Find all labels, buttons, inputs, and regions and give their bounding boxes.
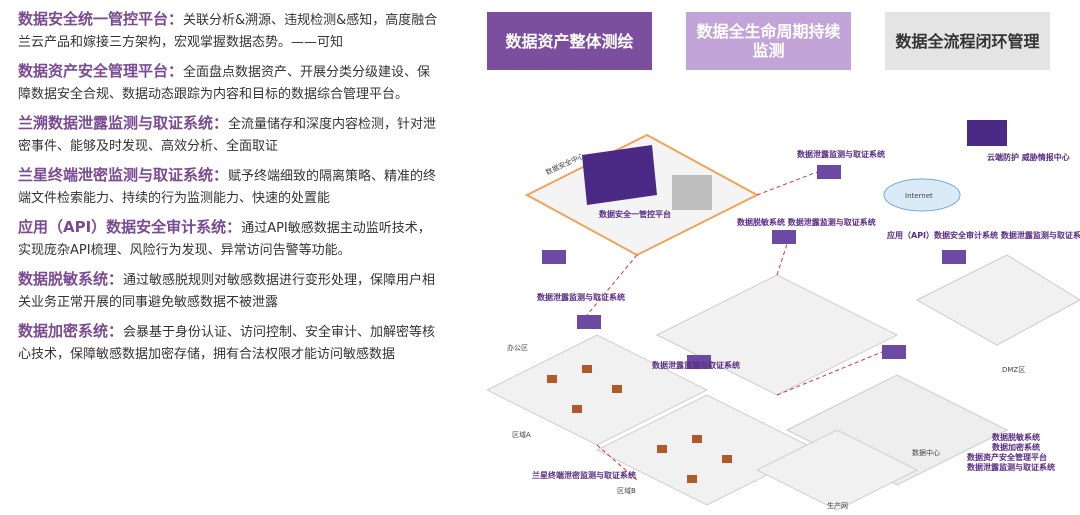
label-leak-monitor-mid: 数据泄露监测与取证系统 bbox=[652, 360, 740, 370]
terminal-icon bbox=[687, 475, 697, 483]
feature-item: 数据脱敏系统：通过敏感脱规则对敏感数据进行变形处理，保障用户相关业务正常开展的同… bbox=[18, 268, 438, 314]
feature-title: 数据脱敏系统： bbox=[18, 270, 124, 288]
feature-item: 应用（API）数据安全审计系统：通过API敏感数据主动监听技术，实现庞杂API梳… bbox=[18, 216, 438, 262]
dashed-link bbox=[596, 444, 638, 481]
feature-body: 全面盘点数据资产、开展分类分级建设、保障数据安全合规、数据动态跟踪为内容和目标的… bbox=[18, 65, 431, 102]
feature-title: 数据加密系统： bbox=[18, 322, 124, 340]
terminal-icon bbox=[692, 435, 702, 443]
label-dmz: DMZ区 bbox=[1002, 366, 1025, 374]
feature-title: 数据资产安全管理平台： bbox=[18, 62, 184, 80]
feature-body: 关联分析&溯源、违规检测&感知，高度融合兰云产品和嫁接三方架构，宏观掌握数据态势… bbox=[18, 13, 438, 50]
terminal-group-b bbox=[657, 435, 732, 483]
feature-item: 数据资产安全管理平台：全面盘点数据资产、开展分类分级建设、保障数据安全合规、数据… bbox=[18, 60, 438, 106]
feature-item: 兰星终端泄密监测与取证系统：赋予终端细致的隔离策略、精准的终端文件检索能力、持续… bbox=[18, 164, 438, 210]
terminal-group-a bbox=[547, 365, 622, 413]
feature-item: 兰溯数据泄露监测与取证系统：全流量储存和深度内容检测，针对泄密事件、能够及时发现… bbox=[18, 112, 438, 158]
feature-body: 通过敏感脱规则对敏感数据进行变形处理，保障用户相关业务正常开展的同事避免敏感数据… bbox=[18, 273, 436, 310]
leak-monitor-device bbox=[817, 165, 841, 179]
dashed-link bbox=[586, 254, 638, 316]
feature-body: 赋予终端细致的隔离策略、精准的终端文件检索能力、持续的行为监测能力、快速的处置能 bbox=[18, 169, 437, 206]
datacenter-device bbox=[882, 345, 906, 359]
feature-body: 会暴基于身份认证、访问控制、安全审计、加解密等核心技术，保障敏感数据加密存储，拥… bbox=[18, 325, 436, 362]
label-dc-list-2: 数据资产安全管理平台 bbox=[967, 452, 1047, 462]
feature-body: 通过API敏感数据主动监听技术，实现庞杂API梳理、风险行为发现、异常访问告警等… bbox=[18, 221, 431, 258]
label-dc-list-1: 数据加密系统 bbox=[992, 442, 1040, 452]
feature-item: 数据加密系统：会暴基于身份认证、访问控制、安全审计、加解密等核心技术，保障敏感数… bbox=[18, 320, 438, 366]
label-leak-monitor: 数据泄露监测与取证系统 bbox=[537, 292, 625, 302]
zone-area-a bbox=[487, 334, 709, 446]
terminal-icon bbox=[612, 385, 622, 393]
label-api-audit: 应用（API）数据安全审计系统 数据泄露监测与取证系统 bbox=[887, 230, 1080, 240]
api-audit-device bbox=[942, 250, 966, 264]
tab-lifecycle-monitoring[interactable]: 数据全生命周期持续监测 bbox=[686, 12, 851, 70]
label-desens-leak: 数据脱敏系统 数据泄露监测与取证系统 bbox=[737, 217, 876, 227]
network-diagram: 数据安全中心 数据安全一管控平台 数据泄露监测与取证系统 数据脱敏系统 数据泄露… bbox=[487, 120, 1080, 511]
feature-item: 数据安全统一管控平台：关联分析&溯源、违规检测&感知，高度融合兰云产品和嫁接三方… bbox=[18, 8, 438, 54]
feature-title: 兰溯数据泄露监测与取证系统： bbox=[18, 114, 229, 132]
terminal-icon bbox=[572, 405, 582, 413]
dashed-link bbox=[776, 351, 883, 396]
feature-list: 数据安全统一管控平台：关联分析&溯源、违规检测&感知，高度融合兰云产品和嫁接三方… bbox=[18, 8, 438, 372]
label-unified-platform: 数据安全一管控平台 bbox=[599, 209, 671, 219]
label-dc-list-3: 数据泄露监测与取证系统 bbox=[967, 462, 1055, 472]
server-rack-icon bbox=[672, 175, 712, 210]
feature-title: 应用（API）数据安全审计系统： bbox=[18, 218, 242, 236]
cloud-device-icon bbox=[967, 120, 1007, 146]
label-production: 生产网 bbox=[827, 501, 848, 510]
security-console-screen bbox=[582, 145, 657, 205]
label-cloud: 云端防护 威胁情报中心 bbox=[987, 152, 1070, 162]
feature-title: 兰星终端泄密监测与取证系统： bbox=[18, 166, 229, 184]
leak-monitor-device bbox=[577, 315, 601, 329]
zone-core-network bbox=[655, 274, 899, 396]
terminal-icon bbox=[547, 375, 557, 383]
feature-title: 数据安全统一管控平台： bbox=[18, 10, 184, 28]
leak-monitor-device bbox=[687, 355, 711, 369]
zone-dmz bbox=[915, 254, 1080, 346]
label-leak-monitor-top: 数据泄露监测与取证系统 bbox=[797, 149, 885, 159]
label-internet: Internet bbox=[905, 192, 933, 200]
dashed-link bbox=[756, 171, 818, 196]
leak-monitor-device bbox=[542, 250, 566, 264]
feature-body: 全流量储存和深度内容检测，针对泄密事件、能够及时发现、高效分析、全面取证 bbox=[18, 117, 437, 154]
dashed-link bbox=[776, 243, 788, 276]
terminal-icon bbox=[722, 455, 732, 463]
terminal-icon bbox=[582, 365, 592, 373]
label-area-a: 区域A bbox=[512, 430, 531, 439]
tab-asset-mapping[interactable]: 数据资产整体测绘 bbox=[487, 12, 652, 70]
desens-device bbox=[772, 230, 796, 244]
label-office-zone: 办公区 bbox=[507, 343, 528, 352]
label-data-center: 数据中心 bbox=[912, 448, 940, 457]
zone-production bbox=[755, 429, 919, 511]
label-dc-list-0: 数据脱敏系统 bbox=[992, 432, 1040, 442]
label-terminal-system: 兰星终端泄密监测与取证系统 bbox=[532, 470, 636, 480]
tab-closed-loop-management[interactable]: 数据全流程闭环管理 bbox=[885, 12, 1050, 70]
terminal-icon bbox=[657, 445, 667, 453]
label-area-b: 区域B bbox=[617, 486, 636, 495]
internet-cloud-icon bbox=[883, 178, 961, 212]
